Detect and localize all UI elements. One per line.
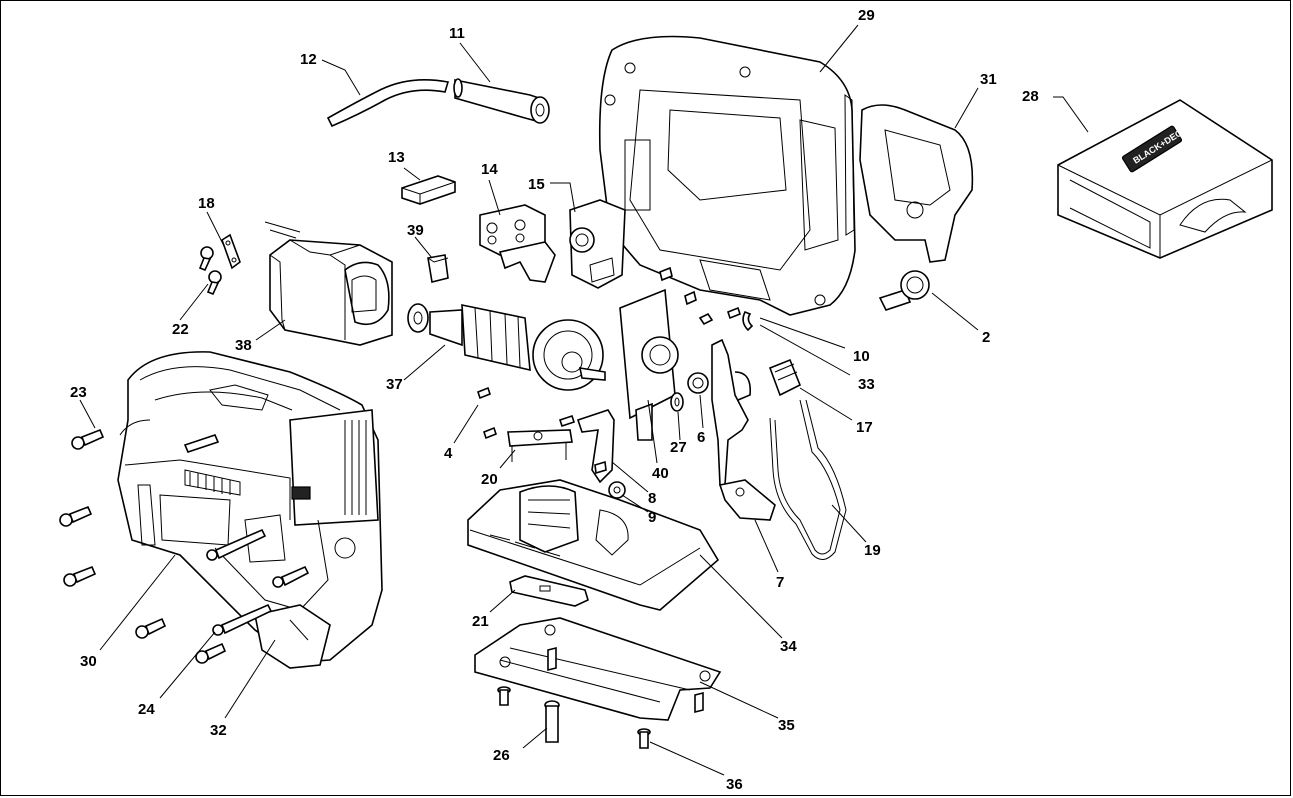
callout-13: 13 [388, 149, 405, 166]
callout-24: 24 [138, 701, 155, 718]
part-13-foam-pad [401, 175, 456, 205]
part-9-roller [594, 460, 626, 499]
callout-39: 39 [407, 222, 424, 239]
part-2-knob [878, 270, 930, 311]
part-8-lever [558, 409, 615, 484]
part-22-screws [198, 246, 222, 296]
part-4-pin [477, 386, 497, 440]
part-17-guide [768, 358, 802, 397]
callout-33: 33 [858, 376, 875, 393]
callout-numbers: 29 31 28 11 12 13 14 15 18 39 22 38 37 2… [70, 7, 1039, 793]
callout-4: 4 [444, 445, 453, 462]
part-30-housing-left [117, 351, 383, 663]
part-18-brush-clip [221, 233, 241, 270]
callout-35: 35 [778, 717, 795, 734]
part-27-washer [670, 392, 684, 412]
part-37-armature [407, 303, 606, 391]
callout-34: 34 [780, 638, 797, 655]
callout-23: 23 [70, 384, 87, 401]
part-6-pinion-gear [687, 372, 709, 394]
callout-32: 32 [210, 722, 227, 739]
part-39-carbon-brush [427, 254, 449, 283]
leader-lines [79, 24, 1089, 776]
callout-38: 38 [235, 337, 252, 354]
callout-12: 12 [300, 51, 317, 68]
callout-10: 10 [853, 348, 870, 365]
callout-31: 31 [980, 71, 997, 88]
callout-27: 27 [670, 439, 687, 456]
callout-40: 40 [652, 465, 669, 482]
part-14-switch [479, 204, 556, 283]
callout-26: 26 [493, 747, 510, 764]
callout-22: 22 [172, 321, 189, 338]
part-40-gear-plate [619, 288, 679, 441]
part-24-long-screws [206, 528, 310, 636]
callout-14: 14 [481, 161, 498, 178]
part-28-carry-case: BLACK+DECKER [1057, 99, 1273, 259]
part-36-screws [497, 686, 651, 749]
part-26-long-screw [544, 700, 560, 743]
part-31-rear-cover [859, 104, 974, 263]
part-15-speed-control [569, 199, 626, 289]
callout-17: 17 [856, 419, 873, 436]
callout-21: 21 [472, 613, 489, 630]
callout-29: 29 [858, 7, 875, 24]
part-12-power-cord [326, 78, 450, 128]
callout-20: 20 [481, 471, 498, 488]
callout-28: 28 [1022, 88, 1039, 105]
callout-7: 7 [776, 574, 784, 591]
part-34-shoe-housing [467, 479, 720, 611]
part-7-plunger [711, 338, 776, 521]
part-32-front-cover [254, 604, 331, 669]
callout-36: 36 [726, 776, 743, 793]
part-19-wire-spring [769, 399, 847, 560]
callout-30: 30 [80, 653, 97, 670]
part-29-housing-half [598, 35, 856, 316]
part-38-field-stator [264, 221, 393, 346]
callout-9: 9 [648, 509, 656, 526]
callout-6: 6 [697, 429, 705, 446]
callout-11: 11 [449, 25, 465, 42]
part-33-retaining-clip [742, 310, 754, 332]
callout-15: 15 [528, 176, 545, 193]
part-35-base-plate [474, 617, 722, 721]
callout-8: 8 [648, 490, 656, 507]
part-10-screw [659, 266, 741, 326]
callout-18: 18 [198, 195, 215, 212]
callout-19: 19 [864, 542, 881, 559]
part-20-bracket [507, 429, 573, 462]
part-23-screws [59, 428, 227, 664]
callout-2: 2 [982, 329, 990, 346]
part-11-cord-protector [453, 78, 550, 124]
callout-37: 37 [386, 376, 403, 393]
